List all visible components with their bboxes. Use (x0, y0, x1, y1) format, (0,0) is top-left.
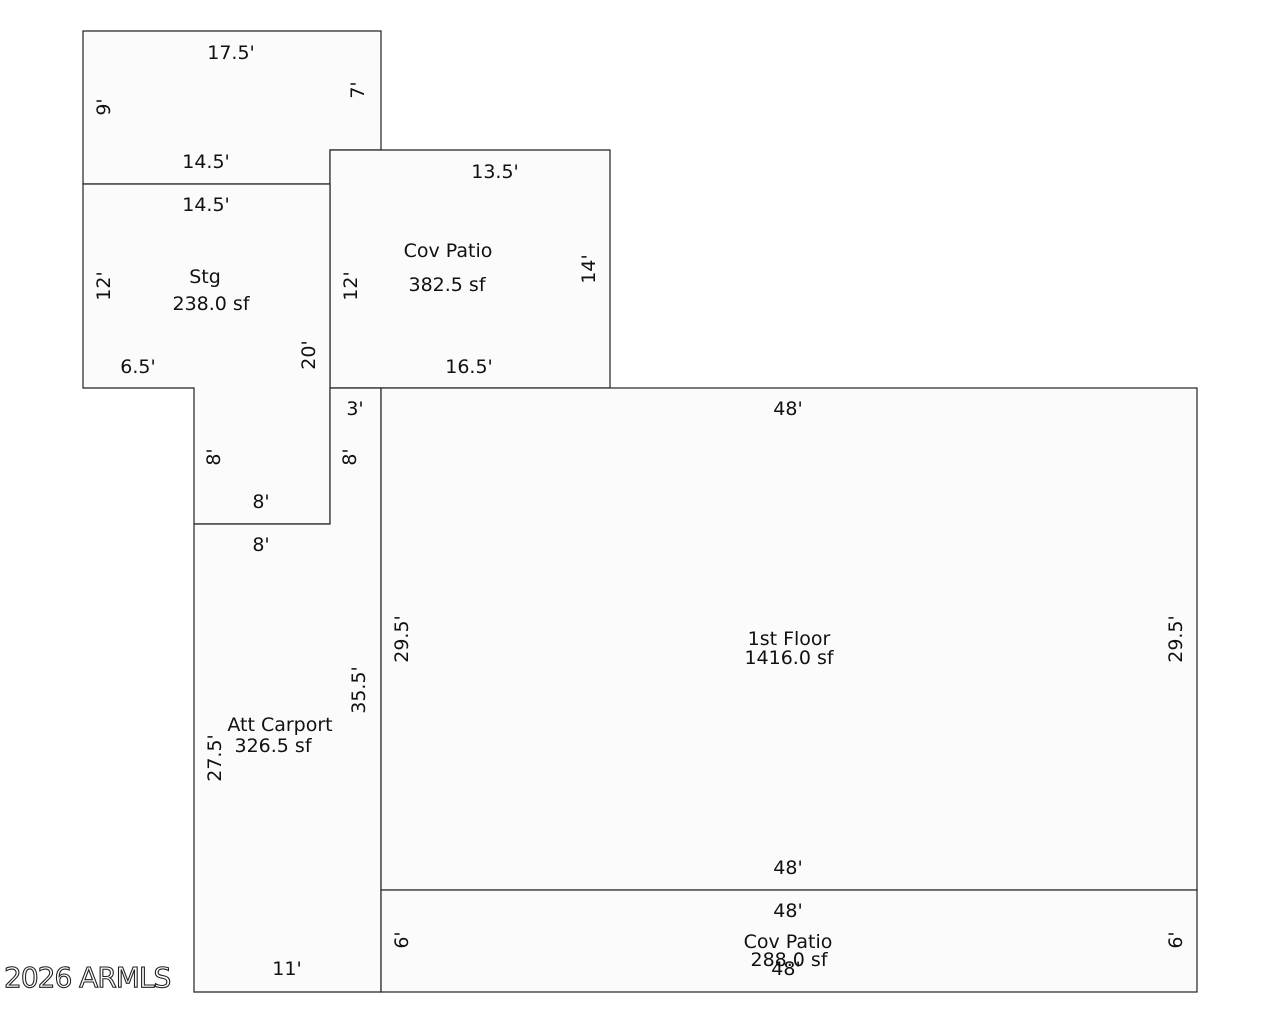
dim-stg-right-height: 20' (298, 340, 320, 369)
dim-patio2-right-height: 6' (1165, 931, 1187, 948)
dim-floor-bottom-width: 48' (773, 857, 802, 879)
dim-carport-right-height: 35.5' (348, 666, 370, 714)
cov-patio-bottom-area: 288.0 sf (750, 949, 828, 971)
first-floor-area: 1416.0 sf (744, 647, 834, 669)
dim-patio2-left-height: 6' (391, 931, 413, 948)
first-floor-name: 1st Floor (748, 628, 831, 650)
dim-stg-step-width: 6.5' (120, 356, 155, 378)
dim-stg-left-height: 12' (93, 271, 115, 300)
dim-stg-lower-left-height: 8' (203, 448, 225, 465)
cov-patio-top-name: Cov Patio (404, 240, 493, 262)
dim-patio-left-height: 12' (340, 271, 362, 300)
dim-top-width: 17.5' (207, 42, 255, 64)
dim-carport-top-width: 8' (252, 534, 269, 556)
dim-stg-bottom-width: 8' (252, 491, 269, 513)
dim-floor-left-height: 29.5' (391, 615, 413, 663)
room-cov-patio-bottom (380, 889, 1198, 993)
dim-floor-right-height: 29.5' (1165, 615, 1187, 663)
dim-gap-width: 3' (346, 398, 363, 420)
dim-stg-top-width: 14.5' (182, 194, 230, 216)
dim-gap-height: 8' (339, 448, 361, 465)
att-carport-area: 326.5 sf (234, 735, 312, 757)
storage-name: Stg (189, 266, 221, 288)
armls-watermark: 2026 ARMLS (4, 961, 171, 994)
dim-patio2-bottom-width: 48' (771, 958, 800, 980)
cov-patio-bottom-name: Cov Patio (744, 931, 833, 953)
room-storage (82, 183, 331, 525)
dim-top-right-height: 7' (347, 81, 369, 98)
cov-patio-top-area: 382.5 sf (408, 274, 486, 296)
storage-area: 238.0 sf (172, 293, 250, 315)
dim-patio-top-width: 13.5' (471, 161, 519, 183)
dim-floor-top-width: 48' (773, 398, 802, 420)
room-cov-patio-top (329, 149, 611, 389)
dim-top-left-height: 9' (93, 98, 115, 115)
dim-patio2-top-width: 48' (773, 900, 802, 922)
dim-carport-bottom-width: 11' (272, 958, 301, 980)
att-carport-name: Att Carport (227, 714, 332, 736)
room-first-floor (380, 387, 1198, 891)
dim-carport-left-height: 27.5' (204, 734, 226, 782)
dim-top-lower-width: 14.5' (182, 151, 230, 173)
dim-patio-bottom-width: 16.5' (445, 356, 493, 378)
dim-patio-right-height: 14' (578, 254, 600, 283)
